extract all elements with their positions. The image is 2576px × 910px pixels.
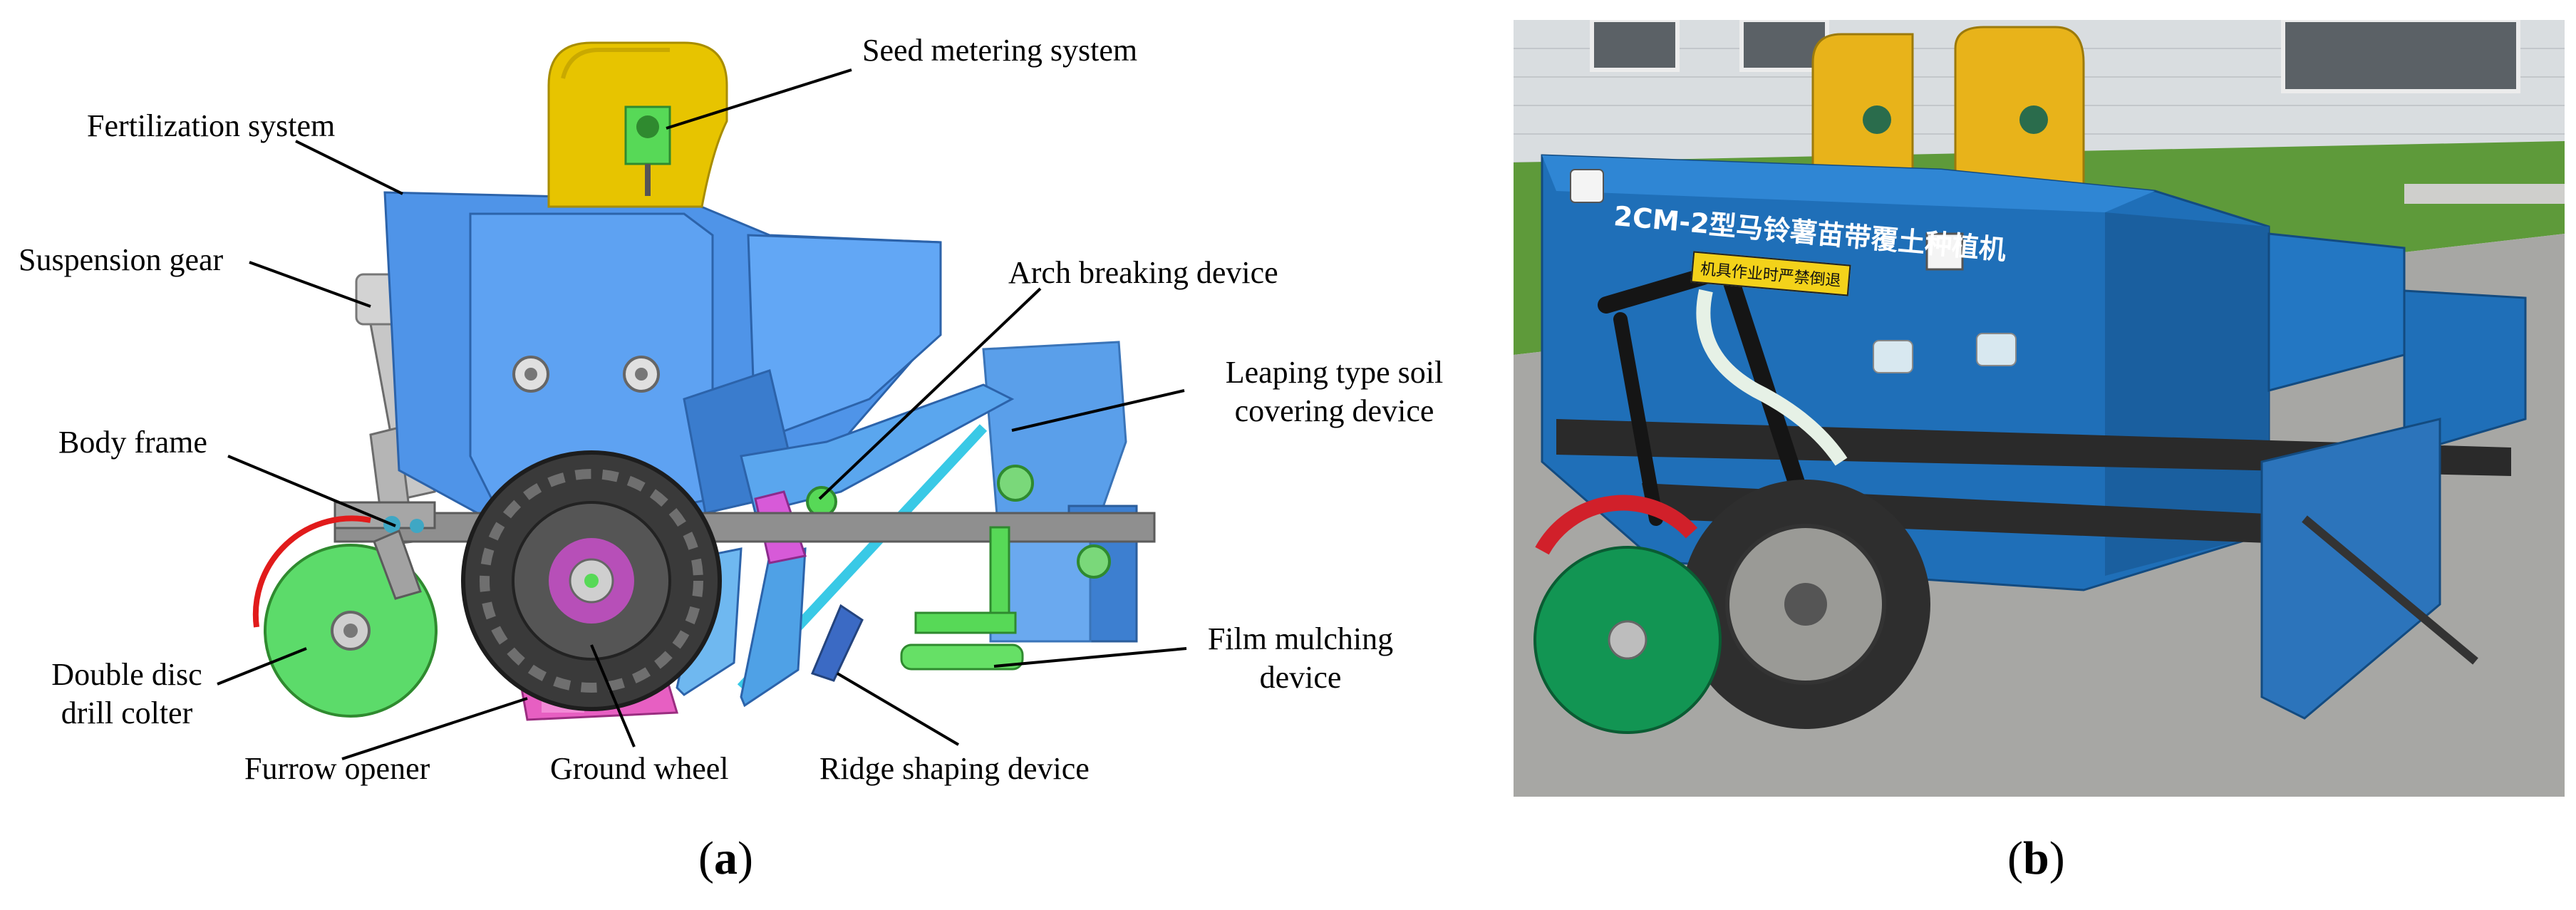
label-seed-metering-system: Seed metering system bbox=[862, 33, 1138, 68]
subfigure-label-b: (b) bbox=[2007, 830, 2065, 887]
label-arch-breaking-device: Arch breaking device bbox=[1008, 255, 1278, 290]
photo-frame bbox=[1556, 418, 2511, 720]
label-double-disc-line-2: drill colter bbox=[61, 696, 193, 730]
leaping-soil-covering-device bbox=[982, 341, 1138, 643]
building-windows bbox=[1590, 20, 2520, 93]
subfigure-label-a: (a) bbox=[698, 830, 753, 887]
subfigure-a-close-paren: ) bbox=[737, 832, 753, 884]
label-leaping-soil-covering: Leaping type soil covering device bbox=[1194, 353, 1475, 430]
subfigure-b-letter: b bbox=[2022, 832, 2049, 884]
ground-wheel bbox=[461, 450, 722, 711]
label-furrow-opener: Furrow opener bbox=[244, 751, 430, 786]
planter-cad-illustration bbox=[217, 41, 1187, 760]
subfigure-a-letter: a bbox=[713, 832, 738, 884]
curb bbox=[2404, 184, 2565, 204]
label-film-mulching-device: Film mulching device bbox=[1186, 620, 1414, 697]
panel-a-cad-diagram: Seed metering system Fertilization syste… bbox=[19, 33, 1475, 887]
subfigure-a-open-paren: ( bbox=[698, 832, 714, 884]
film-mulching-device bbox=[900, 526, 1024, 671]
photo-disc-colter bbox=[1533, 495, 1722, 734]
label-double-disc-drill-colter: Double disc drill colter bbox=[27, 656, 227, 733]
photo-seed-tubes bbox=[1696, 289, 1848, 466]
label-leaping-line-1: Leaping type soil bbox=[1225, 355, 1444, 390]
label-suspension-gear: Suspension gear bbox=[19, 242, 224, 277]
label-leaping-line-2: covering device bbox=[1234, 393, 1434, 428]
label-body-frame: Body frame bbox=[58, 425, 207, 460]
label-fertilization-system: Fertilization system bbox=[87, 108, 336, 143]
callout-leader-lines bbox=[217, 68, 1187, 760]
seed-metering-system bbox=[547, 41, 728, 208]
panel-b-photo: 2CM-2型马铃薯苗带覆土种植机 机具作业时严禁倒退 bbox=[1514, 20, 2565, 797]
planter-photograph bbox=[1514, 20, 2565, 797]
fertilization-hopper bbox=[383, 191, 942, 515]
label-film-line-2: device bbox=[1259, 660, 1342, 695]
subfigure-b-open-paren: ( bbox=[2007, 832, 2023, 884]
subfigure-b-close-paren: ) bbox=[2049, 832, 2065, 884]
label-ridge-shaping-device: Ridge shaping device bbox=[819, 751, 1090, 786]
double-disc-drill-colter bbox=[252, 515, 438, 718]
label-double-disc-line-1: Double disc bbox=[51, 657, 202, 692]
photo-ground-wheel bbox=[1681, 480, 1930, 729]
label-film-line-1: Film mulching bbox=[1207, 621, 1394, 656]
label-ground-wheel: Ground wheel bbox=[550, 751, 729, 786]
